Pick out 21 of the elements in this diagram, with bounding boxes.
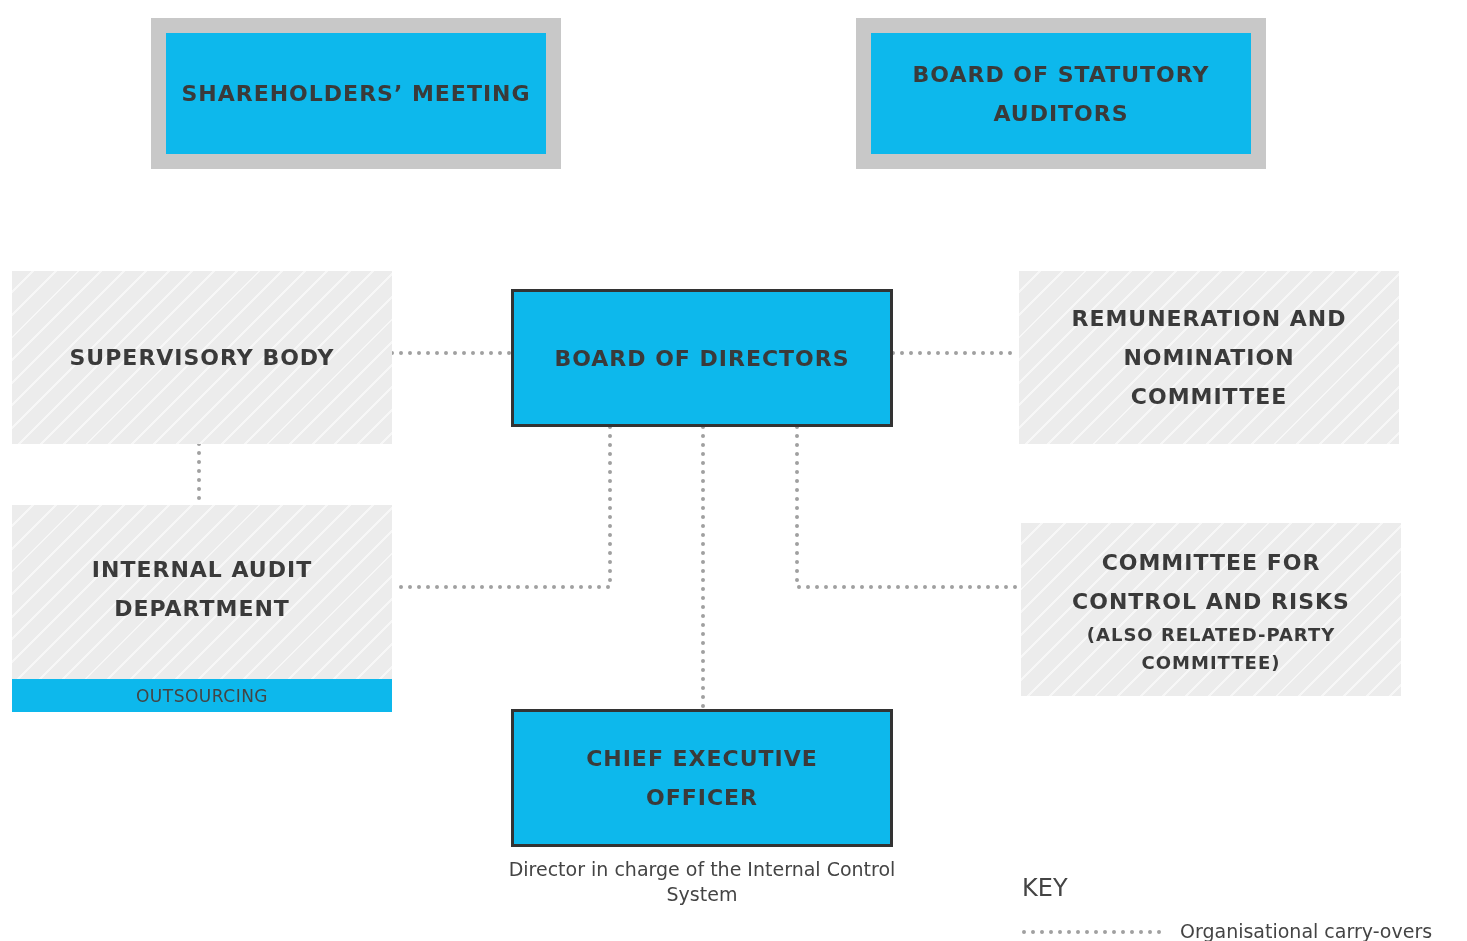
node-title: COMMITTEE FOR CONTROL AND RISKS (1071, 548, 1351, 616)
node-title: SHAREHOLDERS’ MEETING (181, 80, 531, 108)
dotted-connector (701, 425, 705, 711)
key-heading: KEY (1022, 874, 1068, 902)
department-box (12, 505, 392, 712)
governance-box (856, 18, 1266, 169)
node-caption: Director in charge of the Internal Control System (507, 857, 897, 907)
governance-box (151, 18, 561, 169)
outsourcing-band (12, 679, 392, 712)
node-note: (ALSO RELATED-PARTY COMMITTEE) (1085, 622, 1337, 675)
node-title: REMUNERATION AND NOMINATION COMMITTEE (1070, 305, 1348, 411)
dotted-connector (390, 351, 513, 355)
node-title: BOARD OF DIRECTORS (554, 344, 850, 373)
node-title: INTERNAL AUDIT DEPARTMENT (90, 555, 314, 623)
node-title: OUTSOURCING (135, 685, 269, 706)
executive-box (511, 709, 893, 847)
node-title: CHIEF EXECUTIVE OFFICER (585, 745, 819, 812)
committee-box (12, 271, 392, 444)
node-title: BOARD OF STATUTORY AUDITORS (911, 60, 1211, 128)
node-title: SUPERVISORY BODY (69, 344, 335, 372)
board-box (511, 289, 893, 427)
